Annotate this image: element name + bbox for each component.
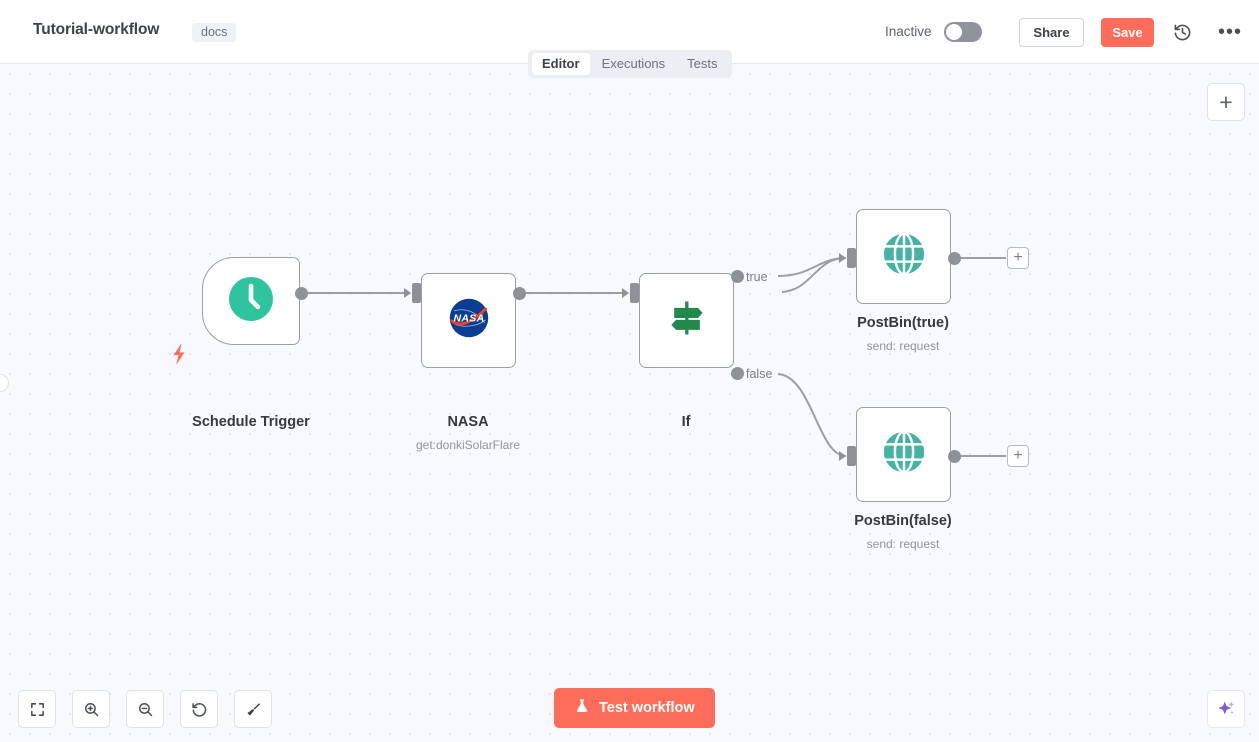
share-button[interactable]: Share: [1019, 18, 1084, 47]
port-in-postbin-true[interactable]: [847, 248, 856, 268]
zoom-in-icon[interactable]: [72, 690, 110, 728]
port-in-nasa[interactable]: [412, 283, 421, 303]
add-node-button[interactable]: +: [1207, 83, 1245, 121]
trigger-bolt-icon: [170, 343, 188, 365]
port-in-arrow-postbin-true: [839, 253, 846, 263]
node-label-schedule-trigger: Schedule Trigger: [192, 414, 310, 430]
flask-icon: [574, 698, 590, 718]
zoom-out-icon[interactable]: [126, 690, 164, 728]
ai-sparkle-icon[interactable]: [1207, 690, 1245, 728]
activation-toggle[interactable]: [944, 22, 982, 42]
toggle-knob: [946, 24, 962, 40]
fit-to-view-icon[interactable]: [18, 690, 56, 728]
test-workflow-label: Test workflow: [599, 700, 695, 716]
port-out-schedule-trigger[interactable]: [295, 287, 308, 300]
node-nasa[interactable]: NASA: [421, 273, 516, 368]
tab-tests[interactable]: Tests: [687, 56, 718, 71]
node-postbin-false[interactable]: [856, 407, 951, 502]
test-workflow-button[interactable]: Test workflow: [554, 688, 715, 728]
port-label-if-false: false: [746, 367, 773, 381]
activation-status-label: Inactive: [885, 24, 932, 39]
editor-tabs: Editor Executions Tests: [528, 50, 732, 78]
globe-icon: [881, 429, 927, 480]
node-postbin-true[interactable]: [856, 209, 951, 304]
save-button[interactable]: Save: [1101, 18, 1154, 47]
node-sublabel-nasa: get:donkiSolarFlare: [415, 438, 521, 452]
port-in-arrow-postbin-false: [839, 451, 846, 461]
port-in-arrow-if: [622, 288, 629, 298]
connection-edges: [308, 257, 1006, 457]
port-in-arrow-nasa: [404, 288, 411, 298]
node-label-if: If: [681, 414, 691, 430]
node-sublabel-postbin-false: send: request: [866, 537, 940, 551]
node-sublabel-postbin-true: send: request: [866, 339, 940, 353]
tidy-up-broom-icon[interactable]: [234, 690, 272, 728]
node-label-nasa: NASA: [447, 414, 489, 430]
nasa-logo-icon: NASA: [447, 296, 491, 345]
node-schedule-trigger[interactable]: [202, 257, 300, 345]
port-out-nasa[interactable]: [513, 287, 526, 300]
workflow-tag-docs[interactable]: docs: [192, 23, 237, 42]
port-label-if-true: true: [746, 270, 768, 284]
add-node-after-postbin-true[interactable]: +: [1007, 247, 1029, 269]
history-clock-icon[interactable]: [1170, 20, 1194, 44]
reset-zoom-icon[interactable]: [180, 690, 218, 728]
node-if[interactable]: [639, 273, 734, 368]
page-title[interactable]: Tutorial-workflow: [33, 21, 160, 38]
add-node-after-postbin-false[interactable]: +: [1007, 445, 1029, 467]
globe-icon: [881, 231, 927, 282]
tab-executions[interactable]: Executions: [601, 56, 666, 71]
port-out-if-true[interactable]: [731, 270, 744, 283]
clock-icon: [227, 275, 275, 328]
signpost-icon: [665, 296, 709, 345]
svg-text:NASA: NASA: [453, 313, 484, 325]
port-in-if[interactable]: [630, 283, 639, 303]
canvas-controls-toolbar: [18, 690, 272, 728]
node-label-postbin-true: PostBin(true): [857, 315, 949, 331]
port-in-postbin-false[interactable]: [847, 446, 856, 466]
tab-editor[interactable]: Editor: [532, 53, 590, 75]
node-label-postbin-false: PostBin(false): [854, 513, 952, 529]
workflow-canvas[interactable]: Schedule Trigger NASA NASA get:donkiSola…: [0, 64, 1259, 742]
port-out-if-false[interactable]: [731, 367, 744, 380]
ellipsis-icon[interactable]: •••: [1218, 21, 1243, 43]
port-out-postbin-true[interactable]: [948, 252, 961, 265]
port-out-postbin-false[interactable]: [948, 450, 961, 463]
